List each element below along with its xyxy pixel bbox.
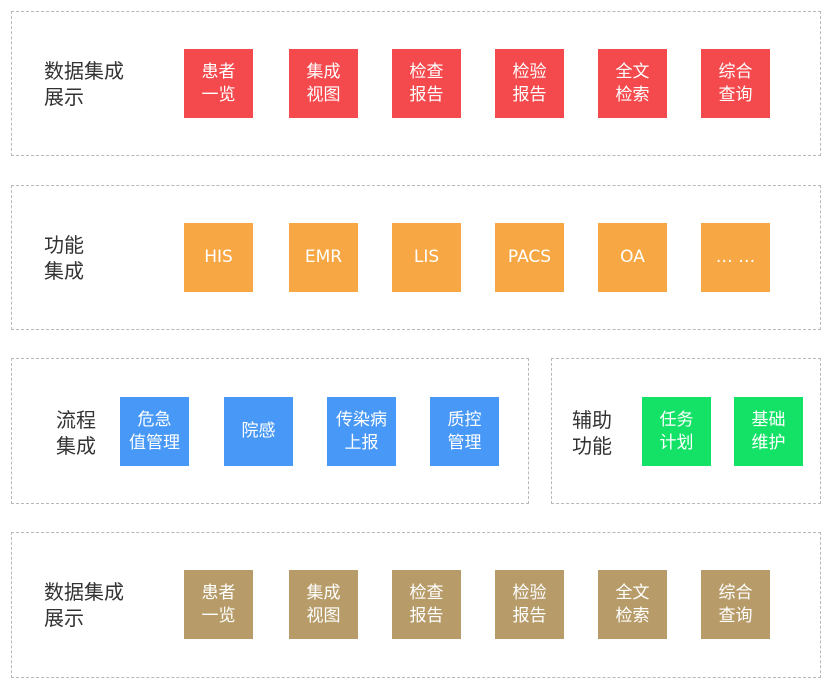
tile-text-line: 综合 bbox=[718, 582, 753, 603]
tile-function-integration-5: OA bbox=[598, 223, 667, 292]
tile-text-line: 查询 bbox=[718, 605, 753, 626]
tile-text-line: 危急 bbox=[137, 409, 172, 430]
tile-data-display-2-2: 集成视图 bbox=[289, 570, 358, 639]
tile-text-line: LIS bbox=[413, 247, 440, 267]
data-display-panel-2: 数据集成 展示 患者一览集成视图检查报告检验报告全文检索综合查询 bbox=[11, 532, 821, 678]
tile-process-integration-2: 院感 bbox=[224, 397, 293, 466]
tile-text-line: 任务 bbox=[659, 409, 694, 430]
tile-text-line: 集成 bbox=[306, 61, 341, 82]
tile-text-line: 基础 bbox=[751, 409, 786, 430]
tile-data-display-2-6: 综合查询 bbox=[701, 570, 770, 639]
tile-function-integration-6: … … bbox=[701, 223, 770, 292]
tile-text-line: … … bbox=[715, 247, 756, 267]
tile-text-line: 全文 bbox=[615, 582, 650, 603]
tile-text-line: 患者 bbox=[201, 61, 236, 82]
tile-text-line: 检验 bbox=[512, 61, 547, 82]
tile-data-display-6: 综合查询 bbox=[701, 49, 770, 118]
tile-auxiliary-1: 任务计划 bbox=[642, 397, 711, 466]
section-label: 流程 集成 bbox=[56, 408, 96, 458]
tile-function-integration-1: HIS bbox=[184, 223, 253, 292]
tile-function-integration-4: PACS bbox=[495, 223, 564, 292]
tile-text-line: 维护 bbox=[751, 432, 786, 453]
tile-data-display-1: 患者一览 bbox=[184, 49, 253, 118]
tile-text-line: 综合 bbox=[718, 61, 753, 82]
function-integration-panel: 功能 集成 HIS EMR LIS PACS OA … … bbox=[11, 185, 821, 330]
tile-text-line: OA bbox=[620, 247, 645, 267]
tile-text-line: 检查 bbox=[409, 61, 444, 82]
tile-data-display-4: 检验报告 bbox=[495, 49, 564, 118]
section-label: 数据集成 展示 bbox=[44, 59, 124, 109]
tile-text-line: 院感 bbox=[241, 421, 276, 441]
data-display-panel: 数据集成 展示 患者一览集成视图检查报告检验报告全文检索综合查询 bbox=[11, 11, 821, 156]
tile-text-line: 一览 bbox=[201, 84, 236, 105]
tile-text-line: 检验 bbox=[512, 582, 547, 603]
tile-text-line: 报告 bbox=[512, 84, 547, 105]
tile-text-line: 报告 bbox=[409, 605, 444, 626]
section-label: 数据集成 展示 bbox=[44, 580, 124, 630]
tile-data-display-2-1: 患者一览 bbox=[184, 570, 253, 639]
tile-data-display-5: 全文检索 bbox=[598, 49, 667, 118]
tile-data-display-2-4: 检验报告 bbox=[495, 570, 564, 639]
tile-data-display-2-5: 全文检索 bbox=[598, 570, 667, 639]
tile-process-integration-4: 质控管理 bbox=[430, 397, 499, 466]
tile-text-line: 检查 bbox=[409, 582, 444, 603]
process-integration-panel: 流程 集成 危急值管理院感传染病上报质控管理 bbox=[11, 358, 529, 504]
tile-text-line: 报告 bbox=[512, 605, 547, 626]
tile-auxiliary-2: 基础维护 bbox=[734, 397, 803, 466]
tile-text-line: 上报 bbox=[344, 432, 379, 453]
tile-text-line: 视图 bbox=[306, 605, 341, 626]
tile-text-line: HIS bbox=[204, 247, 233, 267]
auxiliary-panel: 辅助 功能 任务计划基础维护 bbox=[551, 358, 821, 504]
tile-text-line: 检索 bbox=[615, 605, 650, 626]
tile-function-integration-2: EMR bbox=[289, 223, 358, 292]
tile-text-line: 管理 bbox=[447, 432, 482, 453]
section-label: 辅助 功能 bbox=[572, 408, 612, 458]
tile-text-line: 报告 bbox=[409, 84, 444, 105]
tile-text-line: PACS bbox=[507, 247, 552, 267]
tile-text-line: 全文 bbox=[615, 61, 650, 82]
tile-text-line: 计划 bbox=[659, 432, 694, 453]
tile-process-integration-1: 危急值管理 bbox=[120, 397, 189, 466]
tile-process-integration-3: 传染病上报 bbox=[327, 397, 396, 466]
tile-text-line: 查询 bbox=[718, 84, 753, 105]
tile-data-display-2: 集成视图 bbox=[289, 49, 358, 118]
tile-data-display-2-3: 检查报告 bbox=[392, 570, 461, 639]
tile-data-display-3: 检查报告 bbox=[392, 49, 461, 118]
tile-text-line: 值管理 bbox=[129, 432, 180, 453]
tile-text-line: EMR bbox=[304, 247, 343, 267]
section-label: 功能 集成 bbox=[44, 233, 84, 283]
tile-text-line: 传染病 bbox=[336, 409, 387, 430]
tile-text-line: 一览 bbox=[201, 605, 236, 626]
tile-text-line: 检索 bbox=[615, 84, 650, 105]
tile-text-line: 视图 bbox=[306, 84, 341, 105]
tile-text-line: 患者 bbox=[201, 582, 236, 603]
tile-text-line: 集成 bbox=[306, 582, 341, 603]
tile-function-integration-3: LIS bbox=[392, 223, 461, 292]
tile-text-line: 质控 bbox=[447, 409, 482, 430]
